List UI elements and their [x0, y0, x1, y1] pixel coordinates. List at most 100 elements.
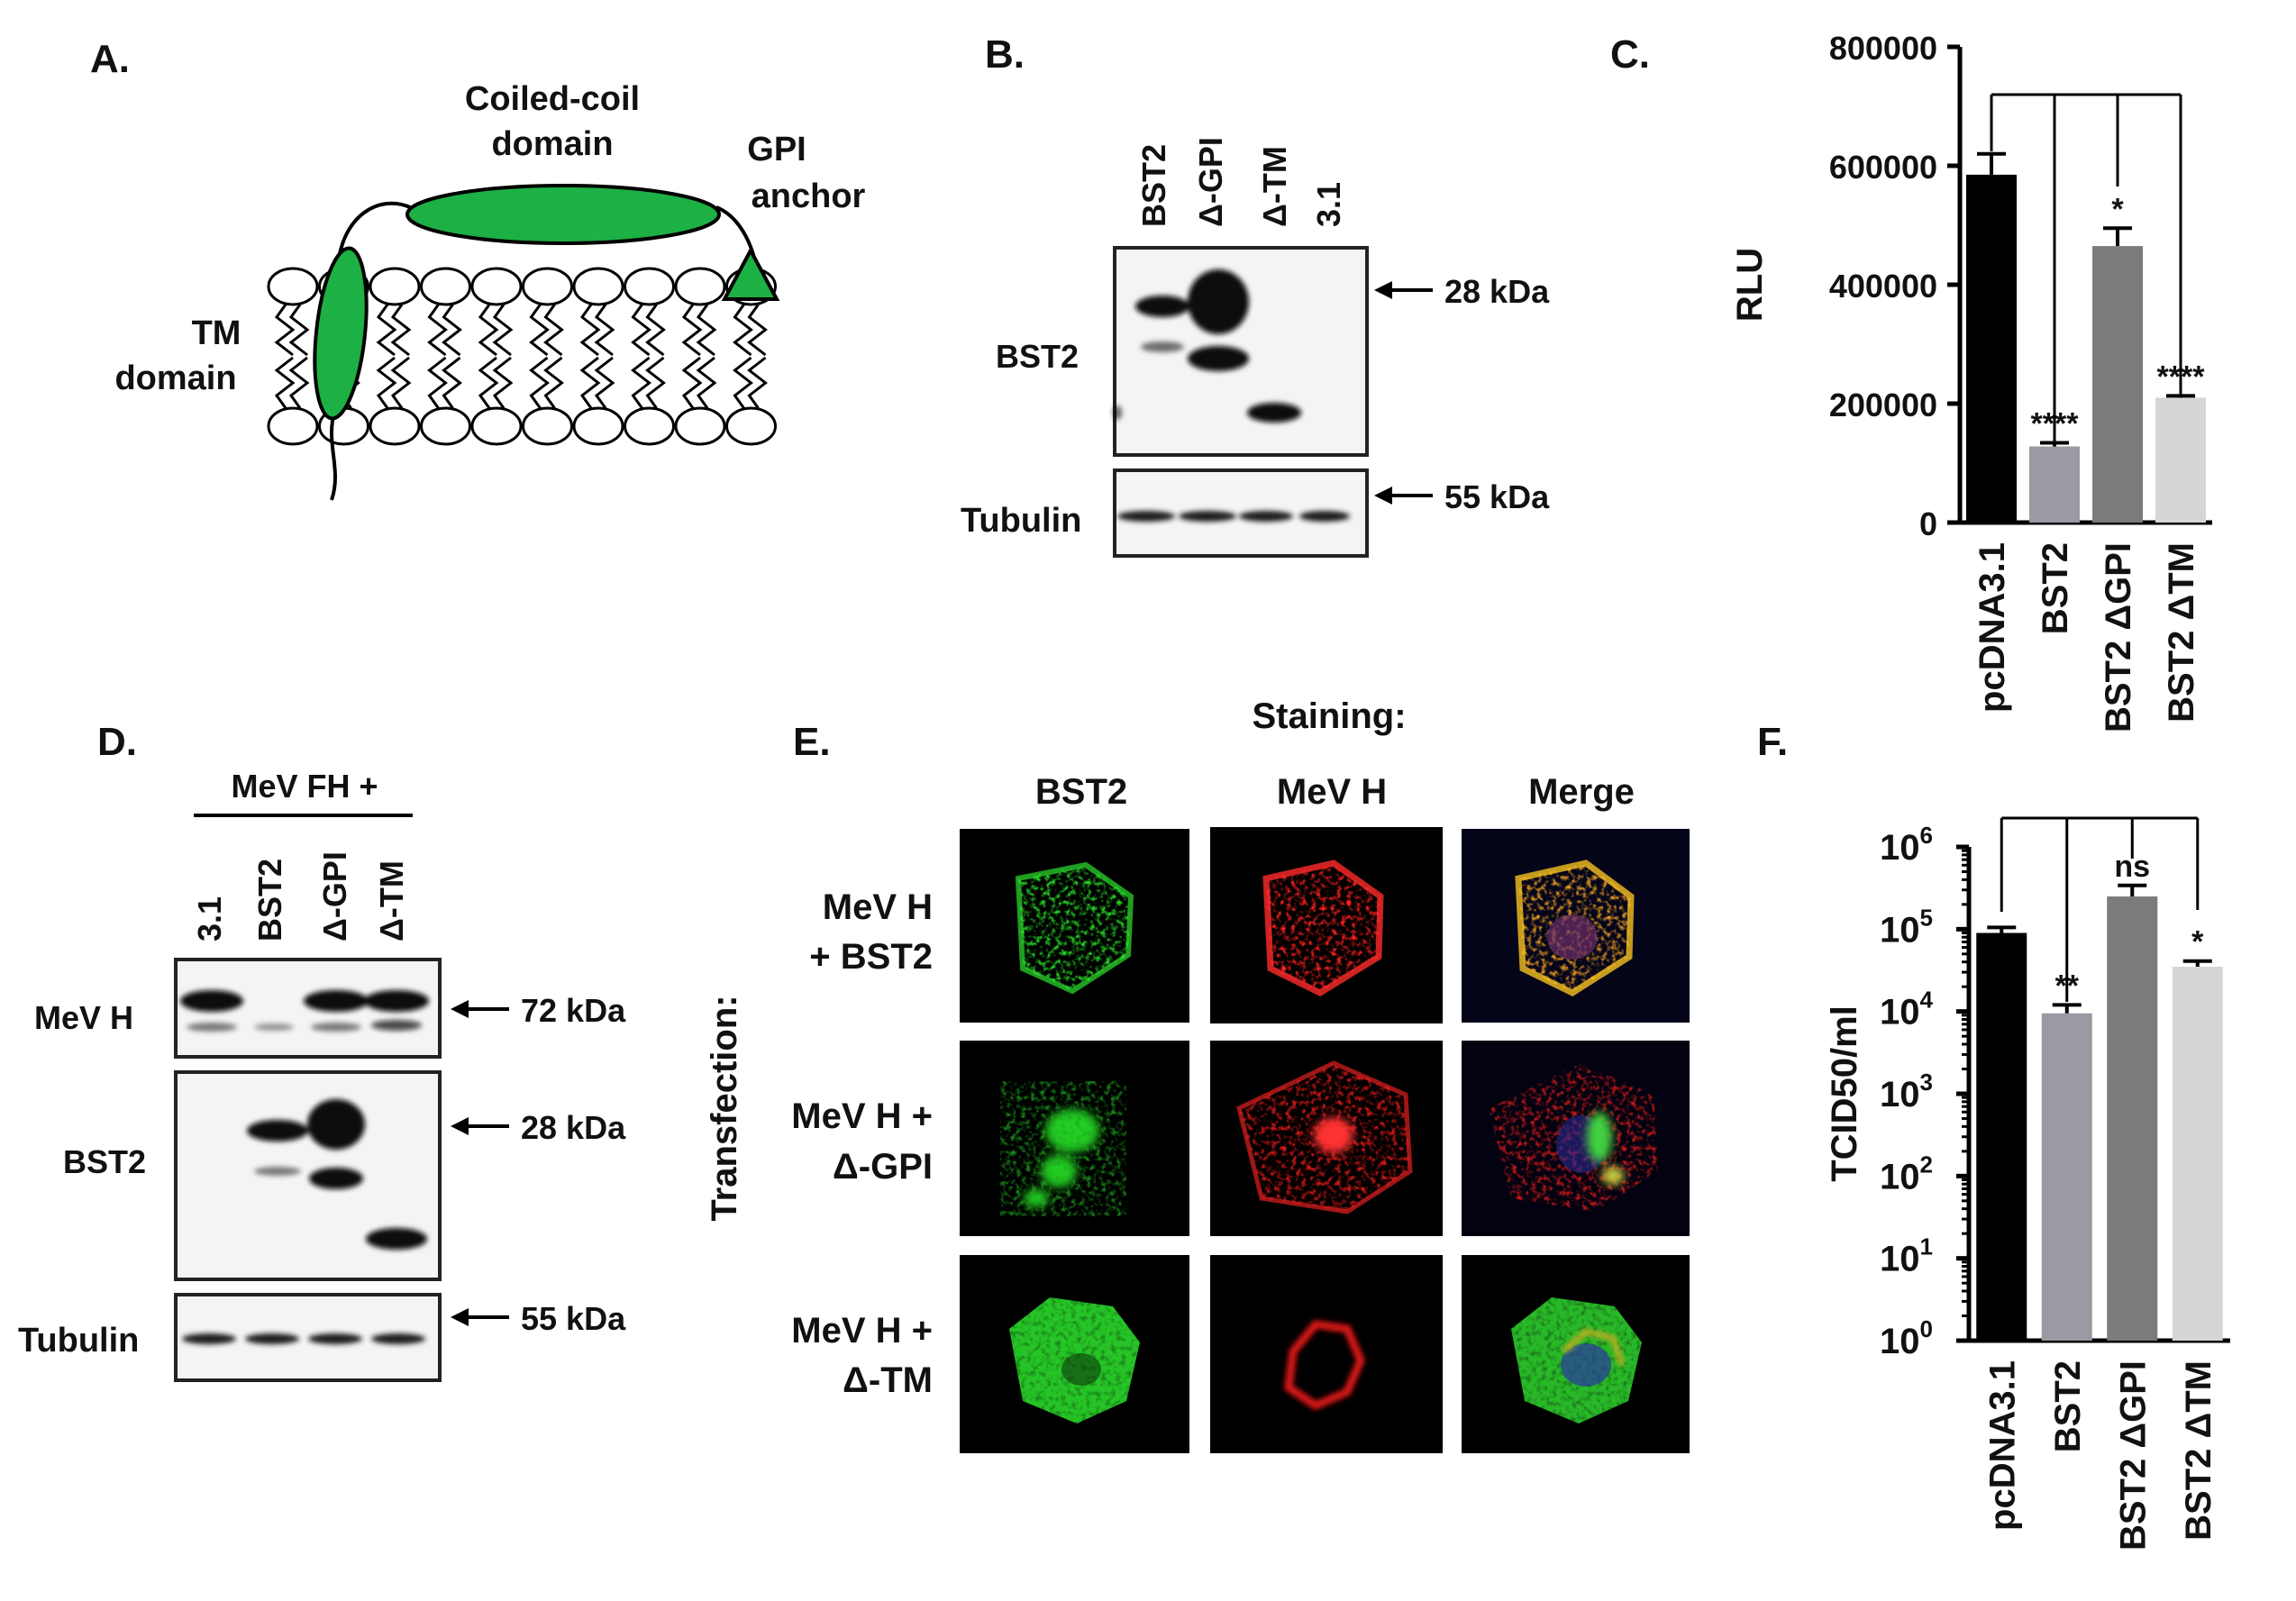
lipid-tail	[696, 304, 717, 357]
tm-label-2: domain	[114, 359, 236, 397]
lipid-head	[624, 406, 675, 446]
lane-label: BST2	[251, 859, 288, 941]
row-label: MeV H +	[791, 1096, 933, 1136]
row-label: Δ-TM	[843, 1360, 933, 1400]
significance-label: *	[2111, 192, 2124, 226]
column-label: MeV H	[1277, 772, 1387, 812]
blot-bst2-d-bands	[247, 1099, 427, 1250]
staining-label: Staining:	[1252, 696, 1406, 736]
lipid-tail	[376, 356, 397, 409]
lipid-tail	[288, 356, 310, 409]
lane-label: Δ-TM	[1256, 146, 1293, 227]
panel-d: D. MeV FH + 3.1 BST2 Δ-GPI Δ-TM	[18, 720, 626, 1382]
row-label-tubulin: Tubulin	[18, 1322, 139, 1360]
lipid-head	[369, 406, 421, 446]
column-label: Merge	[1528, 772, 1635, 812]
lipid-head	[369, 267, 421, 306]
lipid-tail	[478, 356, 499, 409]
category-label: BST2 ΔTM	[2162, 542, 2201, 723]
panel-c: C. 0200000400000600000800000RLUpcDNA3.1*…	[1610, 30, 2212, 732]
blot-header: MeV FH +	[231, 768, 378, 805]
y-tick-label: 106	[1880, 822, 1933, 868]
lipid-head	[725, 406, 777, 446]
lane-label: 3.1	[1310, 182, 1347, 227]
panel-f: F. 100101102103104105106TCID50/mlpcDNA3.…	[1757, 720, 2230, 1551]
lipid-tail	[543, 304, 564, 357]
chart-f: 100101102103104105106TCID50/mlpcDNA3.1**…	[1825, 816, 2230, 1551]
lipid-tail	[645, 356, 666, 409]
lipid-tail	[492, 304, 514, 357]
lane-label: Δ-TM	[373, 860, 410, 941]
panel-letter-d: D.	[97, 720, 137, 764]
category-label: BST2 ΔGPI	[2099, 542, 2138, 732]
column-label: BST2	[1035, 772, 1127, 812]
marker-55-kda: 55 kDa	[521, 1300, 626, 1337]
lipid-tail	[390, 304, 412, 357]
micrograph-bst2-row2	[960, 1041, 1189, 1236]
y-tick-label: 400000	[1829, 268, 1937, 305]
lipid-tail	[478, 304, 499, 357]
marker-arrow	[1374, 281, 1433, 505]
lipid-tail	[681, 304, 703, 357]
lipid-head	[572, 406, 624, 446]
bar	[1966, 174, 2017, 523]
blot-mevh-bands	[180, 990, 429, 1032]
lipid-tail	[543, 356, 564, 409]
y-tick-label: 102	[1880, 1151, 1933, 1196]
lipid-tail	[390, 356, 412, 409]
lipid-head	[572, 267, 624, 306]
micrograph-merge-row2	[1462, 1041, 1690, 1236]
lipid-tail	[427, 356, 448, 409]
coiled-coil-shape	[405, 184, 721, 245]
y-tick-label: 600000	[1829, 149, 1937, 186]
row-label: Δ-GPI	[833, 1147, 933, 1187]
micrograph-mevh-row3	[1210, 1255, 1443, 1453]
lipid-tail	[733, 356, 753, 409]
blot-tubulin-bands	[1117, 511, 1350, 522]
lane-label: 3.1	[191, 896, 228, 941]
lipid-tail	[631, 304, 651, 357]
row-label: + BST2	[809, 937, 933, 977]
micrograph-mevh-row1	[1210, 827, 1443, 1023]
significance-label: *	[2191, 925, 2204, 960]
blot-bst2-bands	[1113, 269, 1301, 423]
row-label: MeV H	[823, 887, 933, 927]
lipid-head	[420, 267, 471, 306]
category-label: BST2 ΔGPI	[2113, 1360, 2153, 1551]
lipid-tail	[579, 304, 601, 357]
lipid-tail	[733, 304, 753, 357]
lipid-tail	[747, 356, 768, 409]
lipid-tail	[681, 356, 703, 409]
micrograph-merge-row1	[1462, 829, 1690, 1023]
y-tick-label: 105	[1880, 904, 1933, 950]
lipid-tail	[696, 356, 717, 409]
lipid-head	[522, 267, 573, 306]
lipid-head	[267, 406, 319, 446]
lipid-head	[674, 267, 726, 306]
panel-e: E. Staining: Transfection: BST2 MeV H Me…	[705, 696, 1690, 1453]
lipid-head	[420, 406, 471, 446]
gpi-label: GPI	[747, 131, 806, 168]
panel-letter-b: B.	[985, 32, 1025, 77]
marker-55-kda: 55 kDa	[1444, 478, 1550, 515]
bar	[2041, 1013, 2092, 1341]
lipid-tail	[442, 356, 462, 409]
lipid-tail	[529, 356, 550, 409]
lipid-tail	[645, 304, 666, 357]
y-tick-label: 0	[1919, 505, 1937, 542]
category-label: pcDNA3.1	[1982, 1360, 2022, 1531]
panel-letter-a: A.	[90, 37, 130, 81]
lipid-tail	[274, 356, 296, 409]
lipid-head	[624, 267, 675, 306]
bar	[2172, 966, 2223, 1341]
micrograph-mevh-row2	[1210, 1041, 1443, 1236]
row-label-bst2: BST2	[63, 1143, 146, 1180]
micrograph-bst2-row3	[960, 1255, 1189, 1453]
lipid-tail	[427, 304, 448, 357]
row-label-bst2: BST2	[996, 338, 1079, 375]
row-label: MeV H +	[791, 1311, 933, 1351]
lipid-tail	[274, 304, 296, 357]
panel-letter-e: E.	[793, 720, 831, 764]
category-label: BST2	[2036, 542, 2075, 634]
